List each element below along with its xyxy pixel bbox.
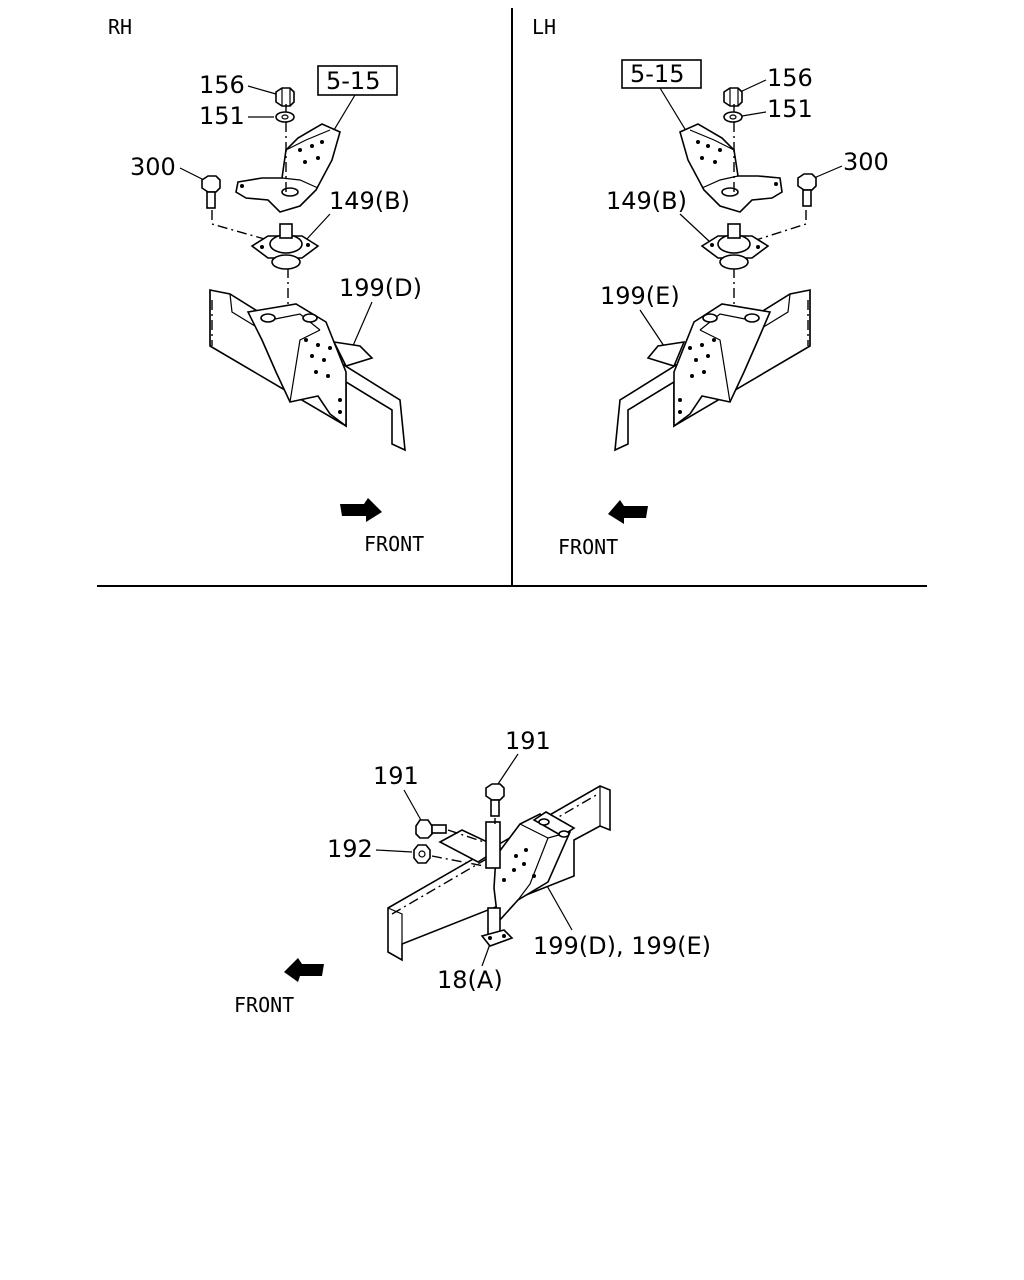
lh-panel: LH 5-15 156 151 300 149(B) 199(E) xyxy=(532,15,889,559)
rh-panel: RH 5-15 156 151 300 149(B) 199(D) xyxy=(108,15,424,556)
rh-callout-bracket: 199(D) xyxy=(339,274,422,302)
rh-nut-part xyxy=(275,87,295,107)
lh-washer-part xyxy=(723,111,743,123)
rh-side-label: RH xyxy=(108,15,132,39)
lh-callout-mount: 149(B) xyxy=(606,187,687,215)
bottom-front-label: FRONT xyxy=(234,993,294,1017)
bottom-bolt-top-part xyxy=(485,783,505,817)
bottom-callout-nut: 192 xyxy=(327,835,373,863)
rh-front-arrow-icon xyxy=(340,498,382,522)
rh-mount-part xyxy=(250,223,320,270)
lh-callout-washer: 151 xyxy=(767,95,813,123)
rh-callout-washer: 151 xyxy=(199,102,245,130)
bottom-frame-bracket xyxy=(493,811,576,924)
bottom-plate-part xyxy=(480,929,514,947)
lh-ref-box[interactable] xyxy=(621,59,702,89)
lh-bolt-part xyxy=(797,173,817,207)
bottom-callout-plate: 18(A) xyxy=(437,966,503,994)
bottom-panel: 191 191 192 199(D), 199(E) 18(A) xyxy=(234,727,711,1017)
lh-frame-bracket xyxy=(646,303,772,428)
lh-ref-box-label: 5-15 xyxy=(630,60,684,88)
rh-callout-nut: 156 xyxy=(199,71,245,99)
lh-side-label: LH xyxy=(532,15,556,39)
lh-callout-bracket: 199(E) xyxy=(600,282,680,310)
rh-upper-bracket xyxy=(235,123,341,213)
lh-callout-nut: 156 xyxy=(767,64,813,92)
bottom-callout-bolt-top: 191 xyxy=(505,727,551,755)
rh-callout-mount: 149(B) xyxy=(329,187,410,215)
bottom-callout-bracket: 199(D), 199(E) xyxy=(533,932,711,960)
lh-front-label: FRONT xyxy=(558,535,618,559)
bottom-front-arrow-icon xyxy=(284,958,324,982)
bottom-bolt-side-part xyxy=(415,819,447,839)
rh-washer-part xyxy=(275,111,295,123)
lh-nut-part xyxy=(723,87,743,107)
bottom-nut-part xyxy=(413,844,431,864)
rh-callout-bolt: 300 xyxy=(130,153,176,181)
lh-callout-bolt: 300 xyxy=(843,148,889,176)
bottom-callout-bolt-side: 191 xyxy=(373,762,419,790)
rh-bolt-part xyxy=(201,175,221,209)
rh-ref-box-label: 5-15 xyxy=(326,67,380,95)
rh-front-label: FRONT xyxy=(364,532,424,556)
rh-frame-bracket xyxy=(246,303,374,428)
lh-front-arrow-icon xyxy=(608,500,648,524)
lh-upper-bracket xyxy=(679,123,783,213)
lh-mount-part xyxy=(700,223,770,270)
rh-ref-box[interactable] xyxy=(317,65,398,96)
